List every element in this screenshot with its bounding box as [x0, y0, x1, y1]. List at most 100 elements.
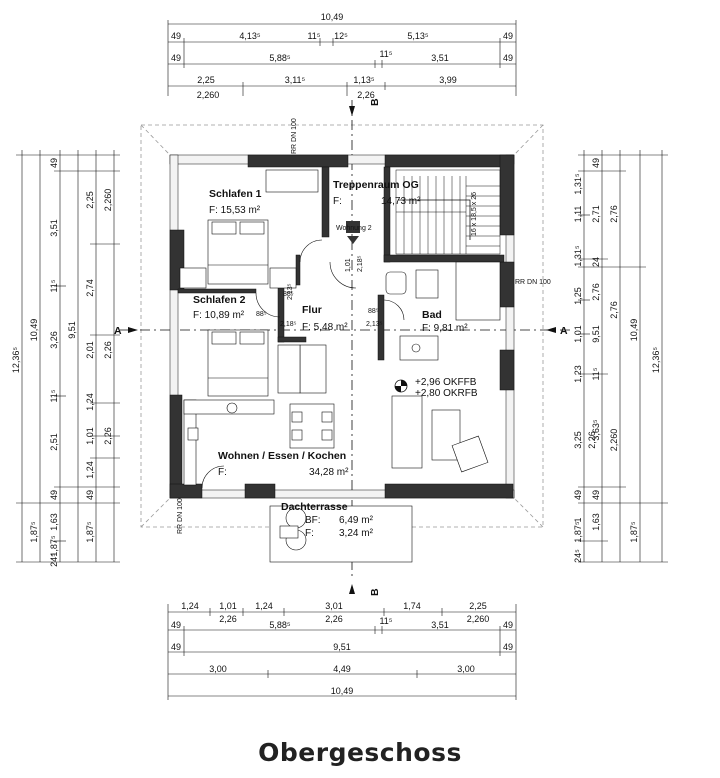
section-label-a-left: A	[114, 325, 122, 337]
dim-left-c3-h: 1,63	[49, 513, 59, 531]
room-bf-area: 6,49 m²	[339, 515, 374, 526]
rr-dn-top-label: RR DN 100	[291, 118, 298, 154]
door-trep-height: 2,18⁵	[357, 255, 364, 272]
dim-right-c1-d: 1,25	[573, 287, 583, 305]
stair-spec-label: 16 x 18,5 x 26	[471, 192, 478, 236]
dim-top-r5-a: 2,260	[197, 90, 220, 100]
dim-right-c2-f: 11⁵	[591, 367, 601, 380]
dim-right-c1-b: 1,11	[573, 206, 583, 223]
section-marker-bottom	[349, 584, 355, 594]
dim-bot-r4-b: 9,51	[333, 642, 351, 652]
room-name-wohnen: Wohnen / Essen / Kochen	[218, 450, 346, 462]
door-bad-width: 88⁵	[368, 308, 379, 315]
dim-left-c3-j: 24⁵	[49, 553, 59, 567]
dimension-lines	[16, 20, 668, 700]
door-flur-height-b: 2,18⁵	[280, 321, 297, 328]
dim-bot-r5-c: 3,00	[457, 664, 475, 674]
dim-bot-r3-b: 5,88⁵	[269, 620, 291, 630]
section-lines	[120, 100, 570, 580]
dim-bot-r4-c: 49	[503, 642, 513, 652]
dim-bot-r1-f: 2,25	[469, 601, 487, 611]
dim-left-c5-h: 1,87⁵	[85, 521, 95, 543]
dim-right-c2-c: 24	[591, 257, 601, 267]
dim-left-c3-e: 11⁵	[49, 389, 59, 402]
dim-left-c3-g: 49	[49, 490, 59, 500]
dim-right-c1-c: 1,31⁵	[573, 245, 583, 267]
dim-top-r4-d: 3,99	[439, 75, 457, 85]
walls	[169, 154, 515, 499]
dim-top-r3-a: 49	[171, 53, 181, 63]
dim-top-r2-f: 49	[503, 31, 513, 41]
dim-right-c2-g: 3,63⁵	[591, 419, 601, 441]
dim-right-total: 10,49	[629, 319, 639, 342]
dim-top-r5-b: 2,26	[357, 90, 375, 100]
dim-left-c6-c: 2,26	[103, 427, 113, 445]
dim-top-r3-c: 11⁵	[379, 49, 392, 59]
level-okffb: +2,96 OKFFB	[415, 377, 477, 388]
dim-right-c3-d: 2,260	[609, 429, 619, 452]
beds	[179, 169, 327, 397]
dim-right-c2-a: 49	[591, 158, 601, 168]
living-furniture	[183, 395, 489, 563]
dim-left-c3-a: 49	[49, 158, 59, 168]
dim-bot-r4-a: 49	[171, 642, 181, 652]
dim-right-outer-bottom: 1,87⁵	[629, 521, 639, 543]
dim-bot-r3-d: 3,51	[431, 620, 449, 630]
room-area-wohnen: 34,28 m²	[309, 467, 349, 478]
rr-dn-right-label: RR DN 100	[515, 279, 551, 286]
room-area-flur: F: 5,48 m²	[302, 322, 348, 333]
room-f-label: F:	[305, 528, 314, 539]
door-bad-height: 2,13⁵	[366, 321, 383, 328]
dim-left-c5-f: 1,24	[85, 461, 95, 479]
dim-top-r4-b: 3,11⁵	[285, 75, 306, 85]
dim-left-c4: 9,51	[67, 321, 77, 339]
dim-left-c5-b: 2,74	[85, 279, 95, 297]
dim-left-c5-g: 49	[85, 490, 95, 500]
dim-right-c1-f: 1,23	[573, 365, 583, 383]
dim-right-outer: 12,36⁵	[651, 347, 661, 374]
dim-right-c1-h: 49	[573, 490, 583, 500]
section-label-b-bottom: B	[369, 588, 381, 596]
dim-left-c5-d: 1,24	[85, 393, 95, 411]
page-title: Obergeschoss	[258, 738, 462, 767]
room-name-schlafen-2: Schlafen 2	[193, 294, 246, 306]
door-flur-width-b: 88⁵	[256, 311, 267, 318]
dim-left-c3-c: 11⁵	[49, 279, 59, 292]
dim-bot-total: 10,49	[331, 686, 354, 696]
dim-left-outer: 12,36⁵	[11, 347, 21, 374]
rr-dn-bottom-label: RR DN 100	[177, 498, 184, 534]
dim-bot-r1-a: 1,24	[181, 601, 199, 611]
room-name-schlafen-1: Schlafen 1	[209, 188, 262, 200]
dim-right-c2-b: 2,71	[591, 205, 601, 223]
dim-bot-r3-c: 11⁵	[379, 616, 392, 626]
dim-right-c2-d: 2,76	[591, 283, 601, 301]
dim-right-c2-h: 49	[591, 490, 601, 500]
dim-top-r2-c: 11⁵	[307, 31, 320, 41]
dim-bot-r1-e: 1,74	[403, 601, 421, 611]
section-marker-left	[128, 327, 138, 333]
dim-right-c1-i: 1	[573, 517, 583, 522]
wohnung-label: Wohnung 2	[336, 225, 372, 232]
dim-bot-r3-a: 49	[171, 620, 181, 630]
dim-left-outer-bottom: 1,87⁵	[29, 521, 39, 543]
dim-left-c6-a: 2,260	[103, 189, 113, 212]
dim-left-c5-c: 2,01	[85, 341, 95, 359]
right-dimension-labels: 1,31⁵ 1,11 1,31⁵ 1,25 1,01 1,23 3,25 49 …	[573, 158, 661, 563]
room-area-prefix-wohnen: F:	[218, 467, 227, 478]
dim-left-c5-e: 1,01	[85, 427, 95, 445]
room-name-dachterrasse: Dachterrasse	[281, 501, 348, 513]
dim-top-r3-b: 5,88⁵	[269, 53, 291, 63]
dim-right-c1-a: 1,31⁵	[573, 173, 583, 195]
dim-bot-r2-c: 2,260	[467, 614, 490, 624]
door-swings	[201, 239, 405, 489]
stair-direction-icon	[346, 221, 360, 244]
room-area-schlafen-1: F: 15,53 m²	[209, 205, 261, 216]
dim-left-c3-b: 3,51	[49, 219, 59, 237]
dim-bot-r1-c: 1,24	[255, 601, 273, 611]
left-dimension-labels: 12,36⁵ 10,49 1,87⁵ 49 3,51 11⁵ 3,26 11⁵ …	[11, 158, 113, 567]
staircase	[395, 169, 501, 255]
dim-left-c3-i: 1,87⁵	[49, 535, 59, 557]
dim-top-r2-a: 49	[171, 31, 181, 41]
dim-top-r3-d: 3,51	[431, 53, 449, 63]
dim-right-c1-k: 24⁵	[573, 549, 583, 563]
